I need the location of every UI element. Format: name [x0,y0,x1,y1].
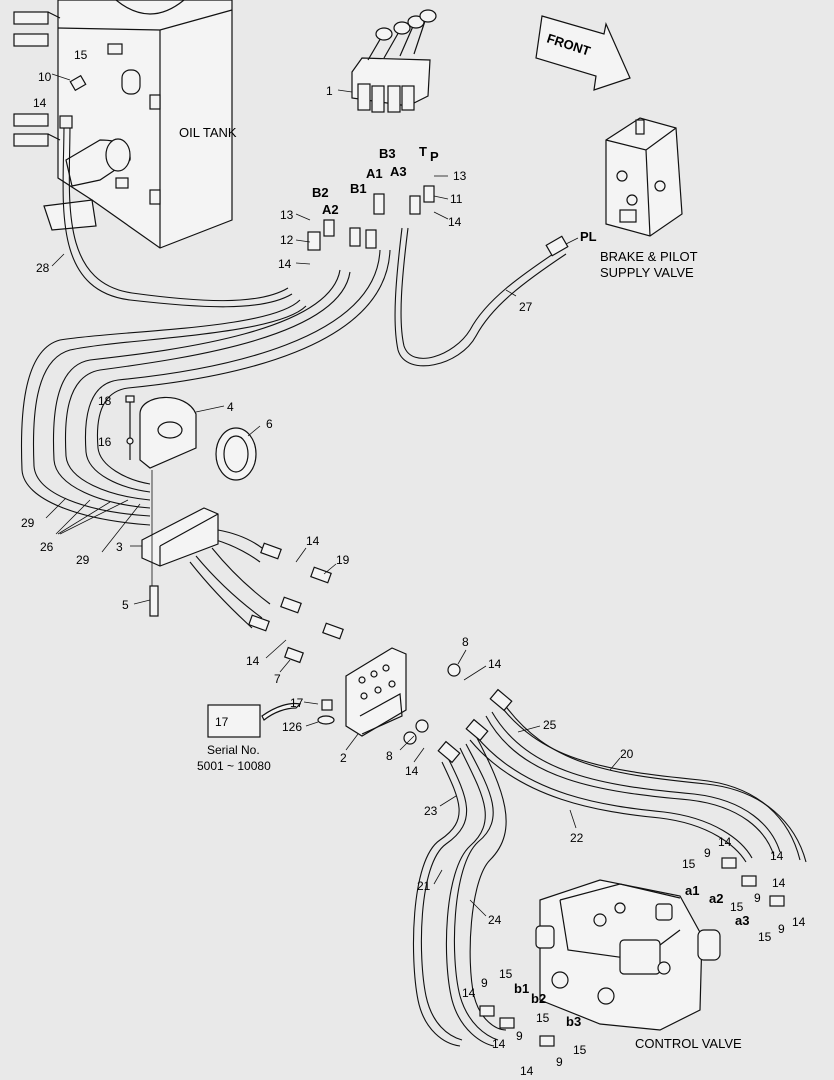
callout-26: 26 [40,540,54,554]
callout-14: 14 [462,986,476,1000]
port-b2: B2 [312,185,329,200]
serial-box [207,704,261,738]
callout-14: 14 [772,876,786,890]
port-t: T [419,144,427,159]
callout-9: 9 [778,922,785,936]
callout-11: 11 [450,192,463,206]
callout-9: 9 [516,1029,523,1043]
callout-15: 15 [682,857,696,871]
callout-6: 6 [266,417,273,431]
callout-15: 15 [536,1011,550,1025]
port-a1: A1 [366,166,383,181]
cv-port-a1: a1 [685,883,699,898]
callout-13: 13 [280,208,294,222]
callout-15: 15 [499,967,513,981]
callout-20: 20 [620,747,634,761]
callout-13: 13 [453,169,467,183]
callout-14: 14 [792,915,806,929]
callout-14: 14 [488,657,502,671]
callout-14: 14 [520,1064,534,1078]
callout-12: 12 [280,233,294,247]
callout-16: 16 [98,435,112,449]
callout-14: 14 [33,96,47,110]
callout-15: 15 [730,900,744,914]
callout-9: 9 [754,891,761,905]
callout-14: 14 [306,534,320,548]
port-b1: B1 [350,181,367,196]
callout-17: 17 [290,696,304,710]
callout-14: 14 [718,835,732,849]
callout-22: 22 [570,831,584,845]
callout-8: 8 [462,635,469,649]
callout-3: 3 [116,540,123,554]
callout-14: 14 [246,654,260,668]
callout-23: 23 [424,804,438,818]
callout-8: 8 [386,749,393,763]
callout-9: 9 [704,846,711,860]
front-arrow [535,15,631,91]
callout-numbers: 10 15 14 1 13 11 14 13 12 14 28 27 18 4 … [21,48,806,1078]
port-a3: A3 [390,164,407,179]
cv-port-a3: a3 [735,913,749,928]
callout-25: 25 [543,718,557,732]
callout-9: 9 [481,976,488,990]
callout-24: 24 [488,913,502,927]
pilot-control-valve [351,9,437,113]
callout-2: 2 [340,751,347,765]
callout-14: 14 [770,849,784,863]
callout-9: 9 [556,1055,563,1069]
callout-15: 15 [573,1043,587,1057]
callout-17: 17 [215,715,229,729]
callout-21: 21 [417,879,431,893]
callout-14: 14 [278,257,292,271]
cv-port-a2: a2 [709,891,723,906]
callout-7: 7 [274,672,281,686]
mounting-plate [345,647,407,737]
brake-valve-label-1: BRAKE & PILOT [600,249,698,264]
callout-27: 27 [519,300,533,314]
cv-port-b3: b3 [566,1014,581,1029]
callout-28: 28 [36,261,50,275]
port-p: P [430,149,439,164]
port-a2: A2 [322,202,339,217]
callout-29: 29 [21,516,35,530]
serial-arrow [261,702,302,721]
cv-port-b1: b1 [514,981,529,996]
callout-15: 15 [758,930,772,944]
control-valve-label: CONTROL VALVE [635,1036,742,1051]
callout-1: 1 [326,84,333,98]
callout-14: 14 [492,1037,506,1051]
port-pl: PL [580,229,597,244]
serial-label-1: Serial No. [207,743,260,757]
callout-14: 14 [405,764,419,778]
callout-4: 4 [227,400,234,414]
callout-14: 14 [448,215,462,229]
port-b3: B3 [379,146,396,161]
brake-pilot-supply-valve [605,117,683,237]
oil-tank [13,0,233,249]
clamp-assembly [125,395,257,617]
callout-18: 18 [98,394,112,408]
cv-port-b2: b2 [531,991,546,1006]
callout-29: 29 [76,553,90,567]
leader-lines [45,73,621,917]
callout-5: 5 [122,598,129,612]
oil-tank-label: OIL TANK [179,125,237,140]
callout-10: 10 [38,70,52,84]
hose-fittings [59,74,785,1047]
callout-19: 19 [336,553,350,567]
brake-valve-label-2: SUPPLY VALVE [600,265,694,280]
callout-126: 126 [282,720,302,734]
serial-label-2: 5001 ~ 10080 [197,759,271,773]
callout-15: 15 [74,48,88,62]
control-valve [535,879,721,1031]
